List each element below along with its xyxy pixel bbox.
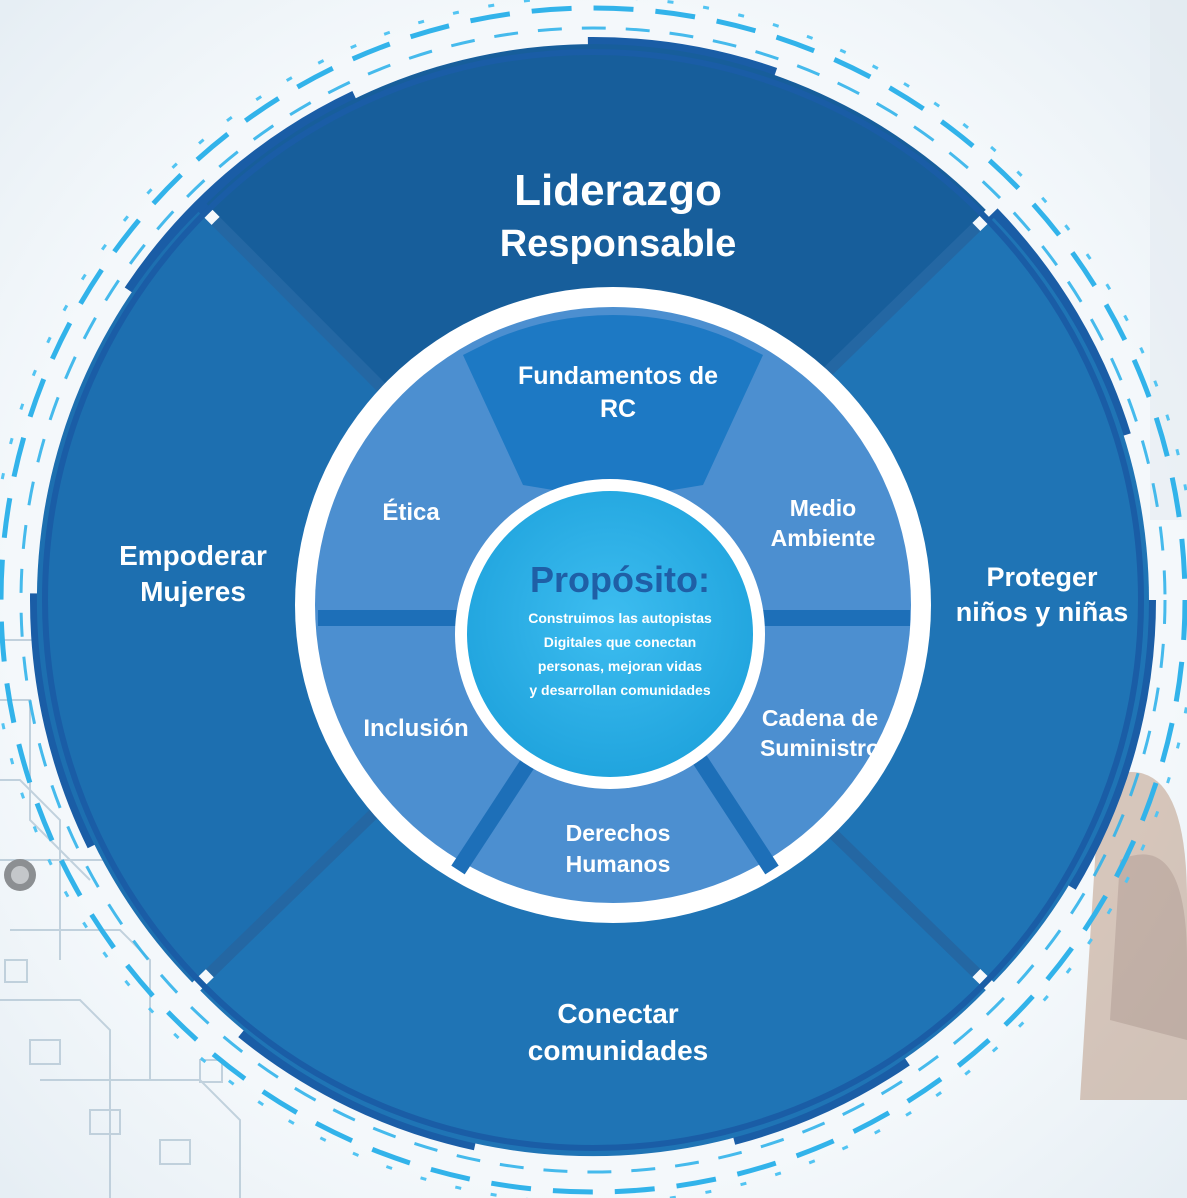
inner-bottom-line1: Derechos: [566, 820, 671, 846]
outer-bottom-line1: Conectar: [557, 998, 678, 1029]
center-line-3: personas, mejoran vidas: [538, 658, 702, 674]
center-line-4: y desarrollan comunidades: [529, 682, 710, 698]
outer-left-line1: Empoderar: [119, 540, 267, 571]
inner-upper-right-line1: Medio: [790, 495, 856, 521]
center-line-2: Digitales que conectan: [544, 634, 696, 650]
inner-lower-right-line2: Suministro: [760, 735, 880, 761]
center-line-1: Construimos las autopistas: [528, 610, 712, 626]
inner-dividers: [318, 610, 910, 875]
circuit-node-core-icon: [11, 866, 29, 884]
inner-upper-left-label: Ética: [382, 498, 440, 526]
inner-top-line2: RC: [600, 395, 636, 423]
outer-top-line2: Responsable: [500, 223, 737, 265]
circuit-decoration-icon: [0, 639, 241, 1198]
outer-bottom-line2: comunidades: [528, 1035, 708, 1066]
inner-bottom-line2: Humanos: [566, 851, 671, 877]
background-photo-icon: [1080, 0, 1187, 1100]
inner-upper-right-line2: Ambiente: [771, 525, 876, 551]
outer-left-line2: Mujeres: [140, 576, 246, 607]
outer-right-line2: niños y niñas: [956, 597, 1129, 627]
outer-top-line1: Liderazgo: [514, 166, 722, 215]
inner-lower-right-line1: Cadena de: [762, 705, 878, 731]
center-title: Propósito:: [530, 559, 710, 600]
center-circle: [467, 491, 753, 777]
inner-sector-top: [463, 314, 763, 500]
inner-top-line1: Fundamentos de: [518, 362, 718, 390]
outer-ring-edge: [42, 49, 1144, 1151]
outer-right-line1: Proteger: [986, 562, 1098, 592]
inner-lower-left-label: Inclusión: [363, 715, 468, 742]
